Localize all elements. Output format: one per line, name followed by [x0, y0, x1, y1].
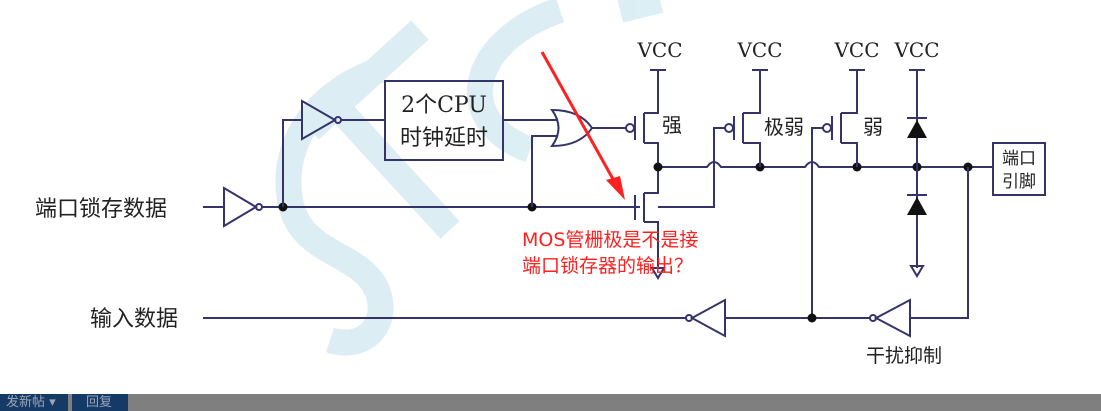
- input-data-label: 输入数据: [90, 307, 178, 332]
- circuit-diagram: 端口锁存数据 输入数据 2个CPU 时钟延时 强 VCC: [35, 0, 1046, 367]
- interference-label: 干扰抑制: [866, 345, 942, 367]
- ground-icon: [909, 265, 925, 278]
- vcc-label: VCC: [893, 38, 939, 62]
- protection-diodes: [907, 69, 927, 278]
- reply-button[interactable]: 回复: [72, 394, 128, 411]
- reply-label: 回复: [86, 395, 113, 410]
- delay-path: 2个CPU 时钟延时: [282, 80, 558, 207]
- new-post-button[interactable]: 发新帖 ▾: [0, 394, 68, 411]
- gate-bubble: [625, 123, 635, 133]
- nmos: [634, 167, 666, 280]
- ground-icon: [650, 267, 666, 280]
- output-node-wire: [658, 161, 993, 168]
- new-post-label: 发新帖: [6, 395, 46, 410]
- vcc-label: VCC: [636, 38, 682, 62]
- very-weak-pmos: 极弱: [658, 69, 804, 208]
- annotation-text-1: MOS管栅极是不是接: [522, 229, 698, 251]
- pin-label-1: 端口: [1002, 149, 1036, 169]
- vcc-label: VCC: [833, 38, 879, 62]
- weak-pmos: 弱: [811, 69, 883, 318]
- weak-label: 弱: [863, 115, 883, 139]
- pin-label-2: 引脚: [1002, 172, 1036, 192]
- annotation-arrow: [540, 51, 625, 200]
- strong-pmos: 强: [634, 69, 682, 167]
- very-weak-label: 极弱: [764, 115, 804, 139]
- input-path: 干扰抑制: [203, 167, 969, 367]
- strong-label: 强: [662, 113, 682, 137]
- delay-label-1: 2个CPU: [401, 93, 487, 118]
- delay-label-2: 时钟延时: [400, 126, 488, 151]
- vcc-label: VCC: [736, 38, 782, 62]
- chevron-down-icon: ▾: [49, 395, 56, 410]
- port-pin-box: [992, 142, 1046, 196]
- annotation-text-2: 端口锁存器的输出？: [522, 255, 693, 277]
- forum-toolbar: 发新帖 ▾ 回复: [0, 394, 1101, 411]
- latch-data-label: 端口锁存数据: [35, 197, 167, 222]
- watermark: [275, 0, 664, 356]
